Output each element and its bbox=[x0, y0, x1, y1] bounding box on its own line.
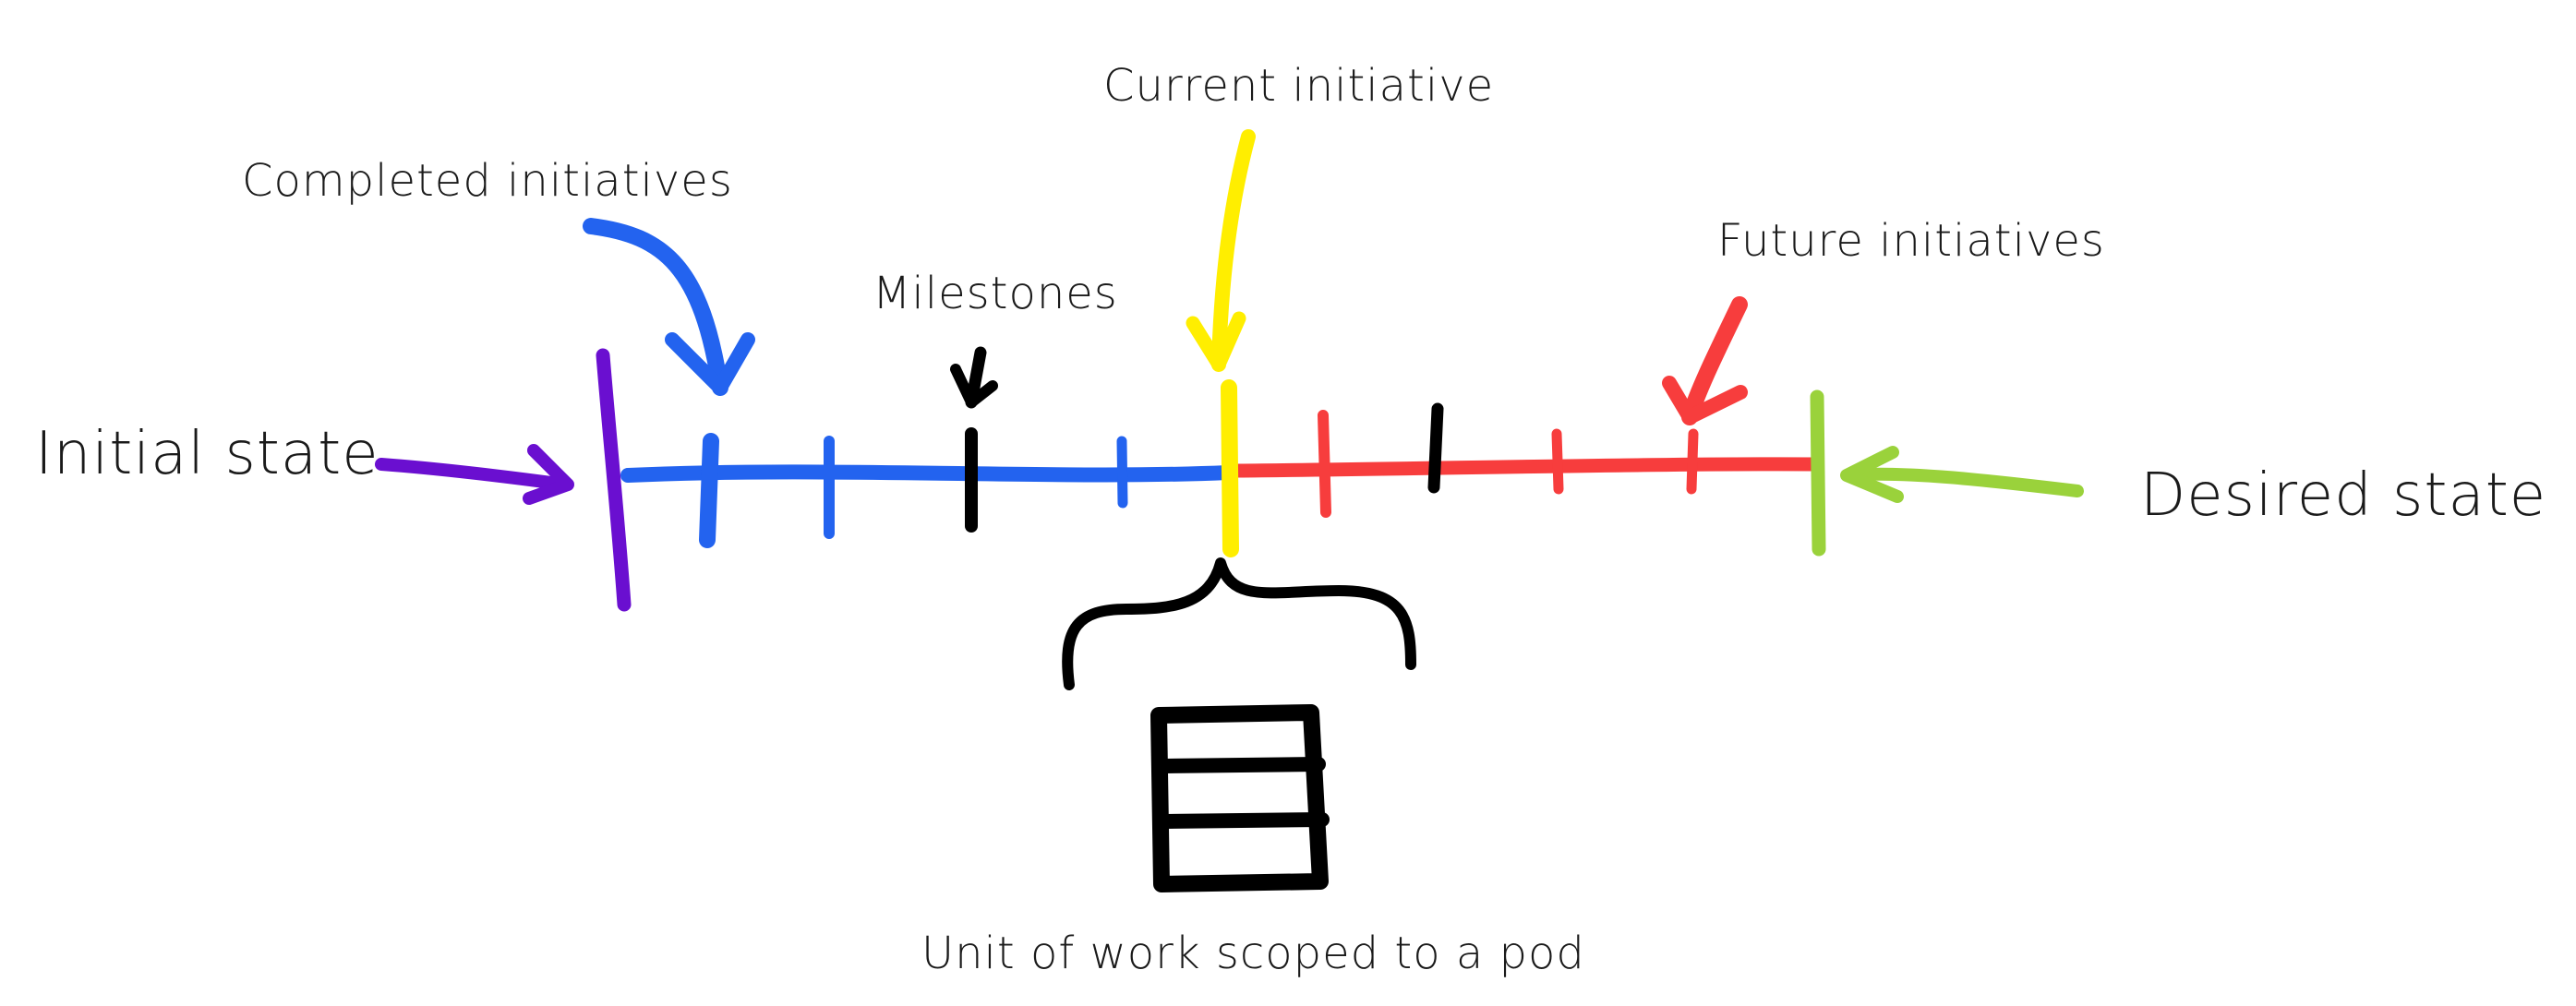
unit-of-work-label: Unit of work scoped to a pod bbox=[921, 928, 1585, 979]
current-initiative-arrow bbox=[1211, 129, 1256, 372]
milestones-arrow-head bbox=[950, 364, 998, 408]
future-initiatives-arrow-head bbox=[1662, 376, 1748, 425]
completed-initiative-tick bbox=[1116, 436, 1128, 509]
initial-state-arrow bbox=[375, 458, 572, 491]
desired-state-arrow-head bbox=[1840, 446, 1904, 503]
current-initiative-label: Current initiative bbox=[1103, 60, 1495, 112]
initial-state-label: Initial state bbox=[35, 420, 379, 488]
completed-initiative-tick bbox=[699, 433, 719, 548]
completed-initiatives-arrow-head bbox=[665, 332, 755, 395]
future-initiative-tick bbox=[1318, 410, 1331, 518]
future-initiative-tick bbox=[1551, 428, 1564, 495]
milestone-tick bbox=[1427, 402, 1444, 494]
desired-state-label: Desired state bbox=[2140, 461, 2547, 530]
desired-state-marker bbox=[1810, 389, 1826, 557]
future-initiative-tick bbox=[1686, 428, 1699, 495]
current-initiative-brace bbox=[1062, 557, 1416, 690]
completed-initiatives-label: Completed initiatives bbox=[242, 155, 733, 207]
milestones-label: Milestones bbox=[873, 268, 1118, 319]
initial-state-marker bbox=[596, 348, 632, 612]
current-initiative-marker bbox=[1221, 379, 1239, 557]
current-initiative-arrow-head bbox=[1186, 311, 1246, 372]
future-initiatives-arrow bbox=[1681, 296, 1748, 425]
pod-icon bbox=[1150, 704, 1330, 892]
future-initiatives-label: Future initiatives bbox=[1717, 215, 2105, 267]
desired-state-arrow bbox=[1843, 467, 2084, 497]
completed-initiatives-arrow bbox=[583, 218, 728, 396]
initial-state-arrow-head bbox=[523, 444, 574, 505]
